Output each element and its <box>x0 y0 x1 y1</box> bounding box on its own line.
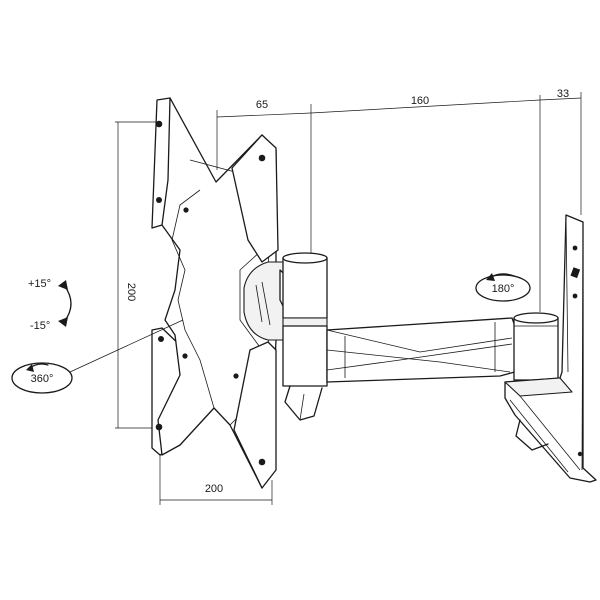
dimension-160-label: 160 <box>411 95 429 107</box>
mount-hole-top-right <box>258 154 266 162</box>
vesa-plate <box>151 97 299 489</box>
plate-lower-right-arm <box>233 341 277 489</box>
swivel-ellipse <box>475 274 531 302</box>
mount-hole-inner-right-lower <box>233 373 239 379</box>
top-dimension-lines <box>216 92 582 312</box>
tilt-arrow-icon <box>58 280 72 327</box>
rotation-callout <box>11 319 184 394</box>
wall-plate <box>504 214 597 483</box>
plate-center-hub <box>243 261 285 341</box>
mount-hole-left-upper <box>156 197 162 203</box>
mount-hole-inner-lower <box>182 353 188 359</box>
wall-hole-bottom <box>577 451 583 457</box>
dimension-33-label: 33 <box>557 88 569 100</box>
dimension-200-horizontal-label: 200 <box>205 483 223 495</box>
wall-hole-middle <box>572 293 578 299</box>
tilt-up-label: +15° <box>28 278 51 290</box>
rotation-arrow-icon <box>26 364 34 372</box>
rear-pivot-cylinder <box>513 312 559 381</box>
bottom-dimension-lines <box>159 455 273 505</box>
mount-hole-top-left <box>155 120 163 128</box>
rotation-ellipse <box>11 362 73 394</box>
dimension-65-label: 65 <box>256 99 268 111</box>
rotation-label: 360° <box>31 373 54 385</box>
swivel-arrow-icon <box>486 273 495 281</box>
rotation-leader-line <box>69 319 184 373</box>
tilt-down-label: -15° <box>30 320 50 332</box>
wall-slot-upper <box>570 267 581 279</box>
swivel-callout <box>475 273 531 302</box>
dimension-200-vertical-label: 200 <box>125 283 137 301</box>
front-pivot-cylinder <box>282 252 328 421</box>
wall-hole-top <box>572 245 578 251</box>
articulating-arm <box>326 317 523 383</box>
mount-hole-left-lower <box>158 336 164 342</box>
mount-hole-inner-upper <box>183 207 189 213</box>
swivel-label: 180° <box>492 283 515 295</box>
mount-hole-bottom-left <box>155 423 163 431</box>
plate-upper-right-arm <box>231 134 279 263</box>
mount-hole-bottom-right <box>258 458 266 466</box>
